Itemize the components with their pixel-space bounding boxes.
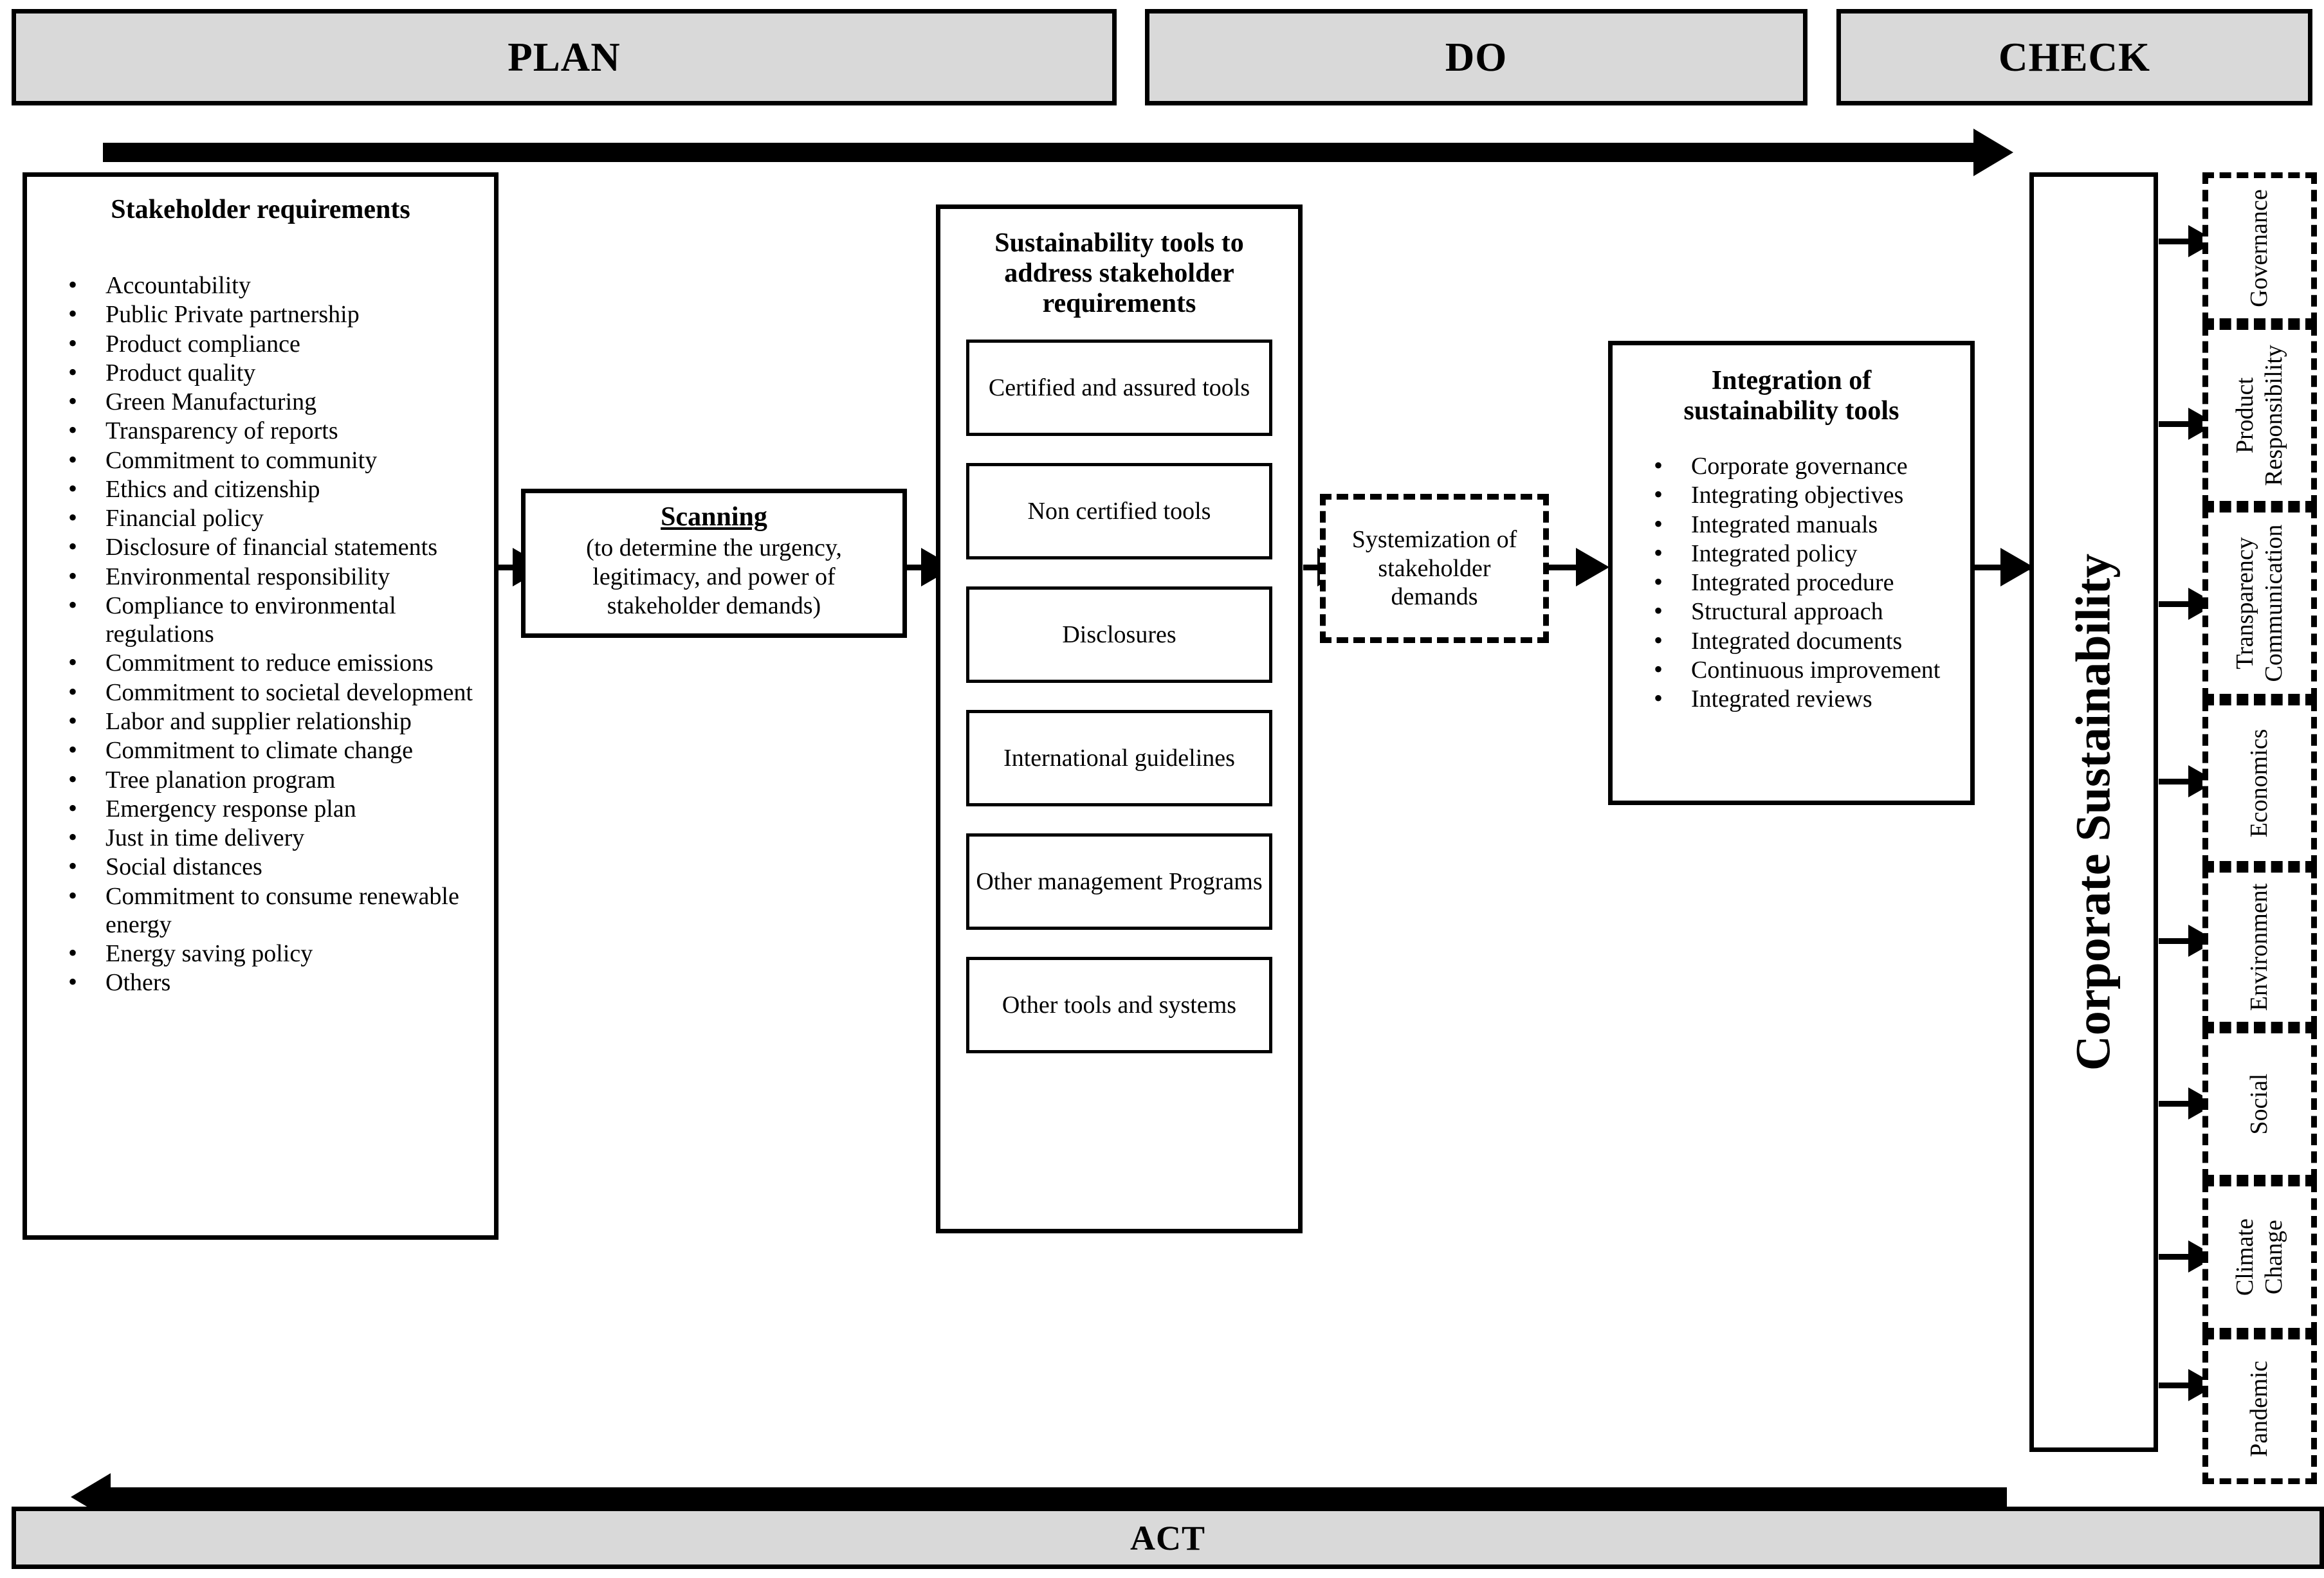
list-item: Others <box>68 967 494 997</box>
list-item: Integrated reviews <box>1654 684 1963 714</box>
integration-box: Integration of sustainability tools Corp… <box>1608 341 1975 805</box>
outcome-arrow-shaft-economics <box>2159 779 2215 784</box>
tool-box-certified: Certified and assured tools <box>966 340 1272 437</box>
list-item: Integrated manuals <box>1654 509 1963 540</box>
top-flow-arrow-shaft <box>103 143 1975 162</box>
outcome-label-line1: Climate <box>2231 1218 2259 1296</box>
outcome-arrow-shaft-product-responsibility <box>2159 421 2215 427</box>
list-item: Corporate governance <box>1654 451 1963 481</box>
outcome-box-governance: Governance <box>2202 172 2317 324</box>
list-item: Ethics and citizenship <box>68 474 494 504</box>
outcome-box-economics: Economics <box>2202 700 2317 867</box>
outcome-box-environment: Environment <box>2202 867 2317 1028</box>
phase-label-act: ACT <box>1130 1518 1205 1557</box>
list-item: Tree planation program <box>68 765 494 795</box>
outcome-arrow-shaft-governance <box>2159 239 2215 244</box>
outcome-box-climate-change: Climate Change <box>2202 1181 2317 1334</box>
list-item: Transparency of reports <box>68 415 494 446</box>
list-item: Structural approach <box>1654 596 1963 626</box>
list-item: Product quality <box>68 358 494 388</box>
outcome-box-pandemic: Pandemic <box>2202 1334 2317 1484</box>
list-item: Commitment to societal development <box>68 677 494 707</box>
phase-bar-check: CHECK <box>1836 9 2312 105</box>
outcome-label-social: Social <box>2246 1073 2273 1135</box>
bottom-flow-arrow-shaft <box>109 1487 2007 1507</box>
outcome-label-environment: Environment <box>2246 883 2273 1011</box>
outcome-label-line2: Responsibility <box>2260 345 2287 486</box>
list-item: Environmental responsibility <box>68 561 494 592</box>
list-item: Energy saving policy <box>68 938 494 968</box>
integration-list: Corporate governance Integrating objecti… <box>1620 451 1963 714</box>
outcome-label-climate-change: Climate Change <box>2231 1183 2289 1331</box>
tool-box-other-tools-and-systems: Other tools and systems <box>966 957 1272 1054</box>
outcome-label-line2: Change <box>2260 1219 2287 1295</box>
outcome-arrow-shaft-pandemic <box>2159 1383 2215 1388</box>
list-item: Just in time delivery <box>68 822 494 853</box>
arrow-integration-to-cs-head <box>2000 548 2034 586</box>
tool-box-disclosures: Disclosures <box>966 586 1272 684</box>
list-item: Integrated policy <box>1654 538 1963 568</box>
phase-bar-act: ACT <box>12 1507 2324 1569</box>
stakeholder-requirements-box: Stakeholder requirements Accountability … <box>23 172 499 1240</box>
phase-bar-do: DO <box>1145 9 1807 105</box>
stakeholder-requirements-list: Accountability Public Private partnershi… <box>27 270 494 997</box>
list-item: Integrating objectives <box>1654 480 1963 510</box>
scanning-subtitle: (to determine the urgency, legitimacy, a… <box>586 534 842 619</box>
list-item: Disclosure of financial statements <box>68 532 494 562</box>
outcome-label-economics: Economics <box>2246 729 2273 838</box>
list-item: Compliance to environmental regulations <box>68 590 494 649</box>
scanning-title: Scanning <box>661 502 767 532</box>
phase-label-plan: PLAN <box>508 34 621 80</box>
tool-box-international-guidelines: International guidelines <box>966 710 1272 807</box>
phase-label-check: CHECK <box>1998 34 2151 80</box>
scanning-box: Scanning (to determine the urgency, legi… <box>521 489 907 638</box>
outcome-arrow-shaft-climate-change <box>2159 1254 2215 1260</box>
list-item: Green Manufacturing <box>68 386 494 417</box>
arrow-systemization-to-integration-shaft <box>1549 565 1600 570</box>
list-item: Emergency response plan <box>68 794 494 824</box>
list-item: Integrated procedure <box>1654 567 1963 597</box>
outcome-box-product-responsibility: Product Responsibility <box>2202 324 2317 507</box>
list-item: Integrated documents <box>1654 626 1963 656</box>
stakeholder-requirements-title: Stakeholder requirements <box>111 195 410 224</box>
list-item: Continuous improvement <box>1654 655 1963 685</box>
arrow-systemization-to-integration-head <box>1576 548 1609 586</box>
outcome-arrow-shaft-environment <box>2159 938 2215 944</box>
corporate-sustainability-box: Corporate Sustainability <box>2029 172 2158 1452</box>
top-flow-arrow-head <box>1973 129 2013 176</box>
list-item: Product compliance <box>68 329 494 359</box>
outcome-label-transparency-communication: Transparency Communication <box>2231 510 2289 696</box>
list-item: Commitment to reduce emissions <box>68 648 494 678</box>
phase-label-do: DO <box>1445 34 1508 80</box>
outcome-label-product-responsibility: Product Responsibility <box>2231 329 2289 502</box>
outcome-arrow-shaft-social <box>2159 1101 2215 1107</box>
outcome-label-line1: Transparency <box>2231 537 2259 669</box>
systemization-label: Systemization of stakeholder demands <box>1351 525 1517 611</box>
sustainability-tools-box: Sustainability tools to address stakehol… <box>936 204 1303 1233</box>
list-item: Commitment to community <box>68 445 494 475</box>
list-item: Financial policy <box>68 503 494 533</box>
tool-box-non-certified: Non certified tools <box>966 463 1272 560</box>
integration-title: Integration of sustainability tools <box>1683 366 1899 426</box>
list-item: Commitment to consume renewable energy <box>68 881 494 939</box>
list-item: Social distances <box>68 851 494 882</box>
list-item: Public Private partnership <box>68 299 494 329</box>
outcome-label-line2: Communication <box>2260 524 2287 682</box>
list-item: Commitment to climate change <box>68 735 494 765</box>
outcome-box-social: Social <box>2202 1028 2317 1181</box>
outcome-arrow-shaft-transparency-communication <box>2159 601 2215 607</box>
corporate-sustainability-label: Corporate Sustainability <box>2066 553 2121 1071</box>
list-item: Accountability <box>68 270 494 300</box>
tool-box-other-management-programs: Other management Programs <box>966 833 1272 930</box>
phase-bar-plan: PLAN <box>12 9 1117 105</box>
outcome-label-governance: Governance <box>2246 189 2273 307</box>
outcome-label-pandemic: Pandemic <box>2246 1361 2273 1457</box>
sustainability-tools-title: Sustainability tools to address stakehol… <box>994 228 1244 319</box>
outcome-box-transparency-communication: Transparency Communication <box>2202 507 2317 700</box>
systemization-box: Systemization of stakeholder demands <box>1320 494 1549 643</box>
list-item: Labor and supplier relationship <box>68 706 494 736</box>
outcome-label-line1: Product <box>2231 377 2259 454</box>
